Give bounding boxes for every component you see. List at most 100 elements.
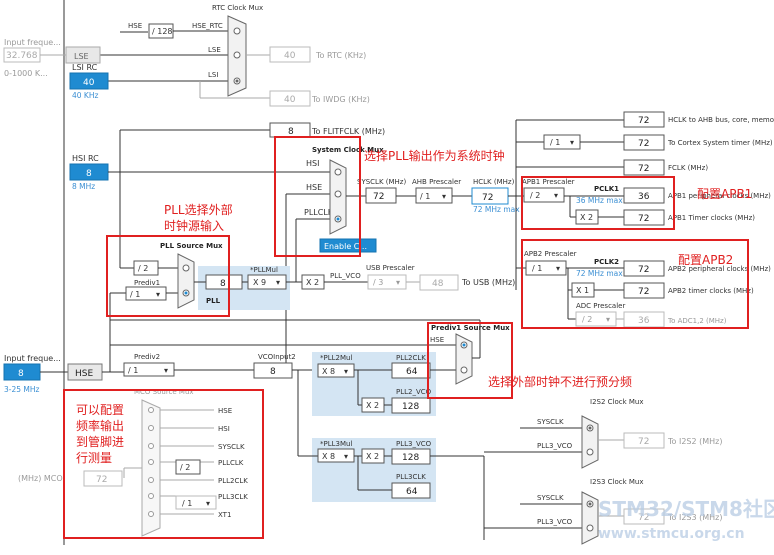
mco-source-mux[interactable] (141, 399, 161, 537)
lse-box-label: LSE (74, 52, 89, 61)
cortex-chevron-icon: ▾ (570, 138, 574, 147)
apb2-timer-box (623, 282, 665, 299)
mco-div1-select[interactable] (175, 495, 217, 510)
lse-input-freq-value: 32.768 (6, 51, 38, 61)
rtc-mux-title: RTC Clock Mux (212, 4, 263, 12)
hclk-ahb-label: HCLK to AHB bus, core, memory and DMA (M… (668, 116, 774, 124)
iwdg-out-box (269, 90, 311, 107)
annotation-apb2: 配置APB2 (678, 253, 733, 267)
annotation-box-prediv1 (427, 322, 513, 399)
sysclk-value: 72 (373, 192, 384, 202)
mco-input-pll2clk: PLL2CLK (218, 477, 248, 485)
hclk-ahb-box (623, 111, 665, 128)
annotation-mco-1: 可以配置 (76, 403, 124, 417)
annotation-box-apb1 (521, 176, 675, 230)
prediv2-chevron-icon: ▾ (164, 366, 168, 375)
mco-input-radio[interactable] (148, 493, 154, 499)
i2s2-clock-mux[interactable] (581, 415, 599, 469)
prediv2-value: / 1 (128, 366, 138, 375)
lse-box[interactable] (65, 46, 101, 64)
annotation-apb1: 配置APB1 (697, 187, 752, 201)
prediv1-value: / 1 (130, 290, 140, 299)
adc-out-label: To ADC1,2 (MHz) (667, 317, 727, 325)
rtc-out-box (269, 46, 311, 63)
flitf-label: To FLITFCLK (MHz) (311, 127, 385, 136)
pll3clk-value: 64 (406, 487, 418, 497)
apb1-prescaler-select[interactable] (523, 187, 565, 203)
mco-input-radio[interactable] (148, 425, 154, 431)
pll3-x2-value: X 2 (366, 452, 379, 461)
pll-source-mux-title: PLL Source Mux (160, 242, 223, 250)
pll-input-value: 8 (220, 279, 226, 289)
apb2-timer-value: 72 (638, 287, 649, 297)
usb-out-label: To USB (MHz) (461, 278, 515, 287)
rtc-out-label: To RTC (KHz) (315, 51, 366, 60)
adc-out-value: 36 (638, 316, 650, 326)
hse-input-freq-value: 8 (18, 369, 24, 379)
mco-input-radio[interactable] (148, 511, 154, 517)
pll-source-mux[interactable] (177, 253, 195, 309)
pll2clk-value: 64 (406, 367, 418, 377)
rtc-hse-label: HSE (128, 22, 142, 30)
sysclk-label: SYSCLK (MHz) (357, 178, 406, 186)
usb-out-value: 48 (432, 279, 444, 289)
pll3vco-value: 128 (402, 453, 419, 463)
pll3vco-label: PLL3_VCO (396, 440, 432, 448)
apb1-timer-box (623, 209, 665, 226)
pll-hsi-div2-value: / 2 (138, 264, 148, 273)
enable-css-button[interactable] (319, 238, 377, 253)
sysclk-mux-pllclk: PLLCLK (304, 208, 334, 217)
mco-div2-value: / 2 (180, 463, 190, 472)
mco-input-pll3clk: PLL3CLK (218, 493, 248, 501)
hsi-rc-unit: 8 MHz (72, 182, 95, 191)
cortex-label: To Cortex System timer (MHz) (667, 139, 773, 147)
mco-input-radio[interactable] (148, 477, 154, 483)
hclk-ahb-value: 72 (638, 116, 649, 126)
i2s3-mux-title: I2S3 Clock Mux (590, 478, 644, 486)
fclk-value: 72 (638, 164, 649, 174)
i2s2-out-value: 72 (638, 437, 649, 447)
pclk1-max: 36 MHz max (576, 196, 623, 205)
apb2-timer-label: APB2 timer clocks (MHz) (668, 287, 754, 295)
mco-input-pllclk: PLLCLK (218, 459, 244, 467)
pll3clk-box (391, 482, 431, 499)
mco-out-value: 72 (96, 475, 107, 485)
prediv1-source-hse: HSE (430, 336, 444, 344)
pll2vco-value: 128 (402, 402, 419, 412)
lse-input-freq-range: 0-1000 K... (4, 69, 48, 78)
apb2-periph-box (623, 260, 665, 277)
i2s3-sysclk-label: SYSCLK (537, 494, 564, 502)
hse-input-freq-range: 3-25 MHz (4, 385, 40, 394)
usb-prescaler-label: USB Prescaler (366, 264, 415, 272)
sysclk-mux-title: System Clock Mux (312, 146, 384, 154)
i2s2-out-label: To I2S2 (MHz) (667, 437, 722, 446)
mco-out-label: (MHz) MCO (18, 474, 63, 483)
hse-box-label: HSE (75, 369, 93, 379)
annotation-no-prediv: 选择外部时钟不进行预分频 (488, 374, 632, 389)
mco-input-radio[interactable] (148, 407, 154, 413)
adc-chevron-icon: ▾ (606, 315, 610, 324)
prediv1-source-mux[interactable] (455, 333, 473, 385)
lsi-rc-value: 40 (83, 78, 95, 88)
ahb-prescaler-label: AHB Prescaler (412, 178, 461, 186)
pll2mul-label: *PLL2Mul (320, 354, 352, 362)
mco-input-radio[interactable] (148, 459, 154, 465)
rtc-div128-value: / 128 (152, 27, 173, 36)
pll2-x2-value: X 2 (366, 401, 379, 410)
watermark-line1: STM32/STM8社区 (598, 497, 774, 521)
pllmul-chevron-icon: ▾ (276, 278, 280, 287)
i2s3-clock-mux[interactable] (581, 491, 599, 545)
apb1-periph-box (623, 187, 665, 204)
mco-input-sysclk: SYSCLK (218, 443, 245, 451)
watermark-line2: www.stmcu.org.cn (598, 526, 745, 542)
pll3clk-label: PLL3CLK (396, 473, 426, 481)
annotation-box-sysclk (274, 136, 361, 257)
sysclk-mux-hse: HSE (306, 183, 322, 192)
mco-input-radio[interactable] (148, 443, 154, 449)
prediv1-source-mux-title: Prediv1 Source Mux (431, 324, 510, 332)
mco-out-box (83, 470, 123, 487)
pclk2-label: PCLK2 (594, 258, 619, 266)
annotation-box-apb2 (521, 239, 749, 329)
lsi-rc-box[interactable] (69, 72, 109, 90)
apb1-prescaler-value: / 2 (530, 191, 540, 200)
